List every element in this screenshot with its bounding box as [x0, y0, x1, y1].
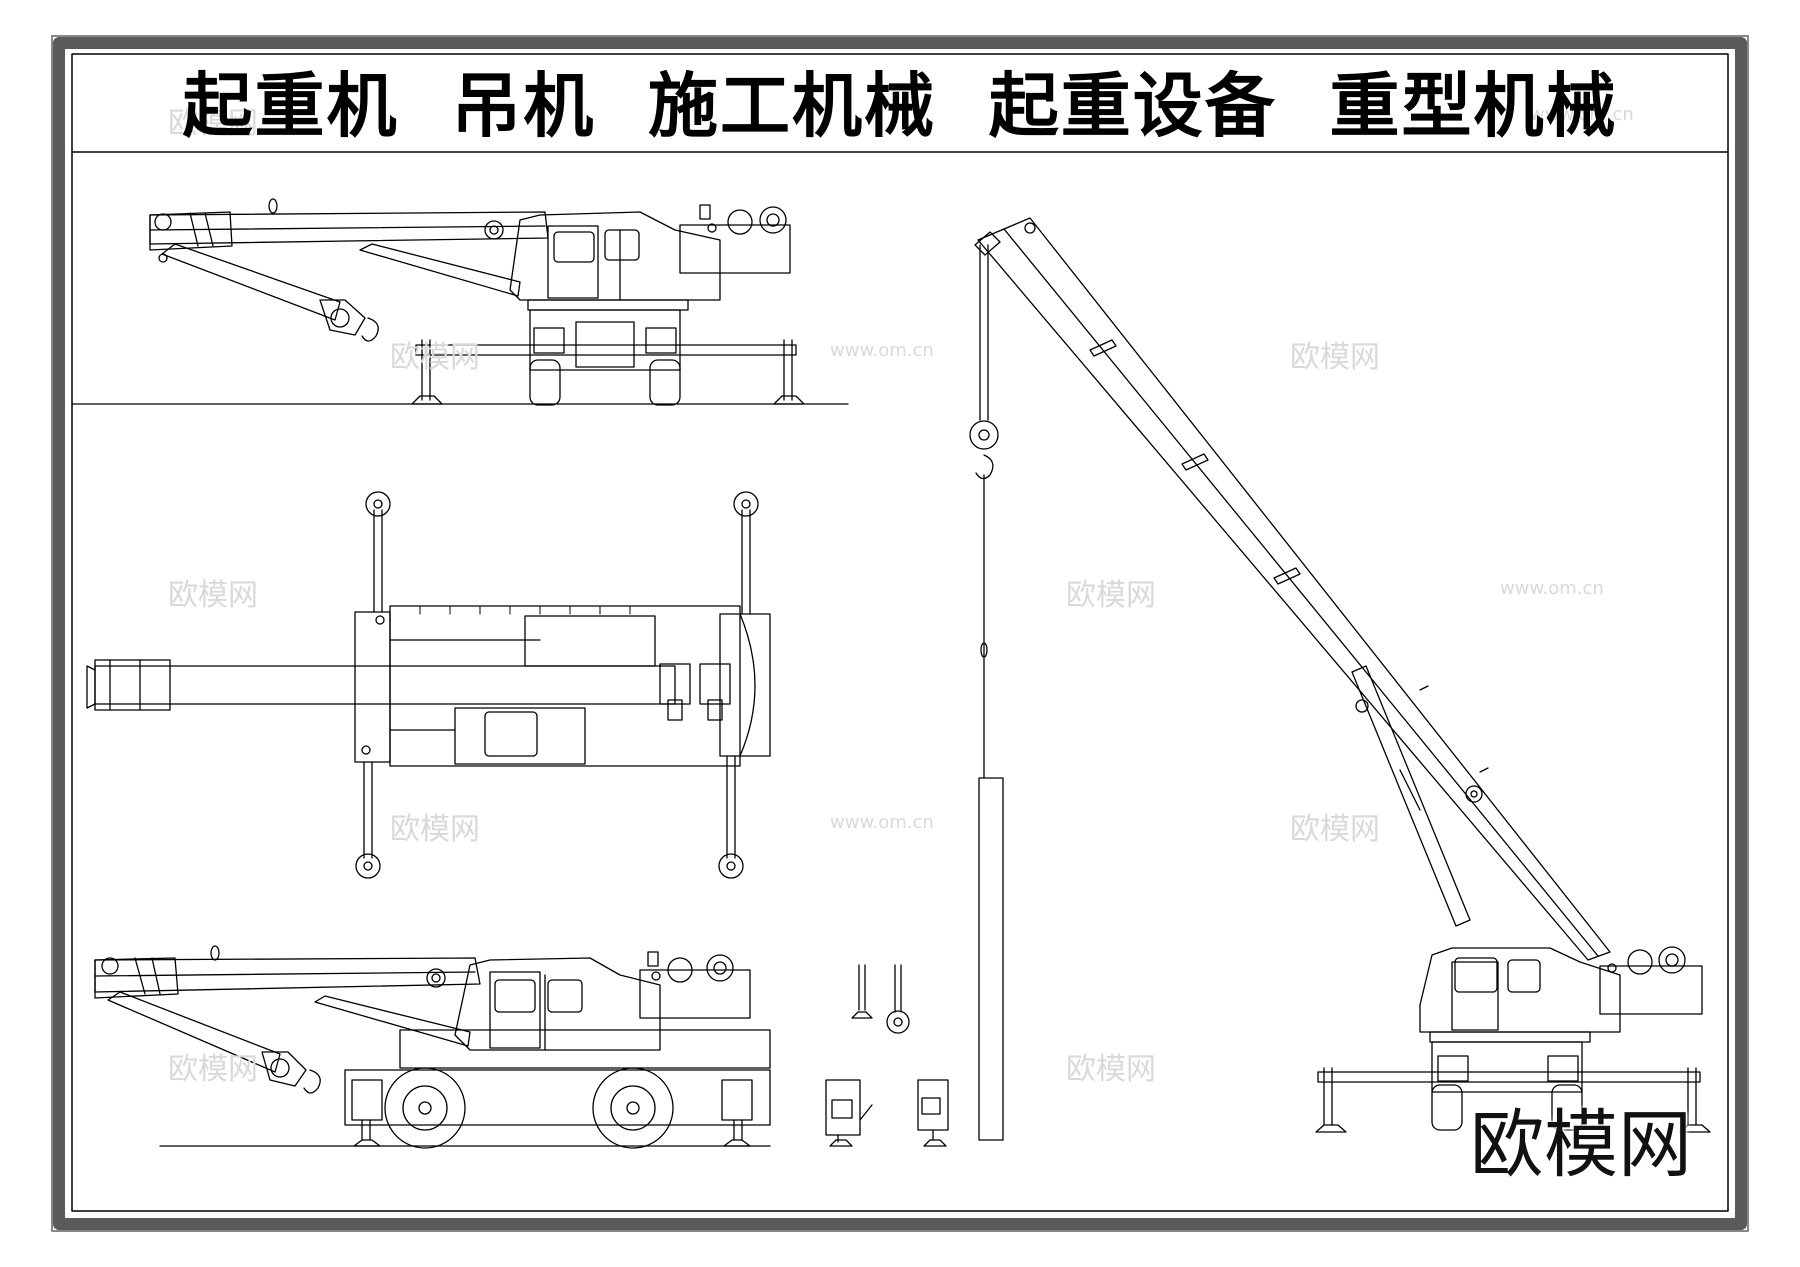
watermark-logo: 欧模网: [1470, 1102, 1692, 1188]
watermark-url: www.om.cn: [1500, 578, 1604, 599]
watermark-brand: 欧模网: [168, 578, 258, 613]
crane-side-view-wheels: [94, 945, 949, 1149]
watermark-brand: 欧模网: [1066, 1052, 1156, 1087]
page-title: 起重机 吊机 施工机械 起重设备 重型机械: [182, 64, 1618, 147]
frame-inner: [71, 53, 1729, 1212]
crane-raised-boom-view: [969, 217, 1711, 1141]
watermark-brand: 欧模网: [168, 106, 258, 141]
watermark-brand: 欧模网: [168, 1052, 258, 1087]
watermark-url: www.om.cn: [830, 812, 934, 833]
watermark-brand: 欧模网: [1290, 812, 1380, 847]
watermark-brand: 欧模网: [390, 340, 480, 375]
watermark-brand: 欧模网: [1066, 578, 1156, 613]
watermark-url: www.om.cn: [830, 340, 934, 361]
watermark-brand: 欧模网: [1290, 340, 1380, 375]
watermark-brand: 欧模网: [390, 812, 480, 847]
watermark-url: www.om.cn: [1530, 104, 1634, 125]
frame-thick: [53, 37, 1747, 1230]
crane-side-view-outriggers: [71, 198, 849, 406]
crane-plan-view: [86, 491, 771, 879]
frame-outer: [51, 35, 1749, 1232]
